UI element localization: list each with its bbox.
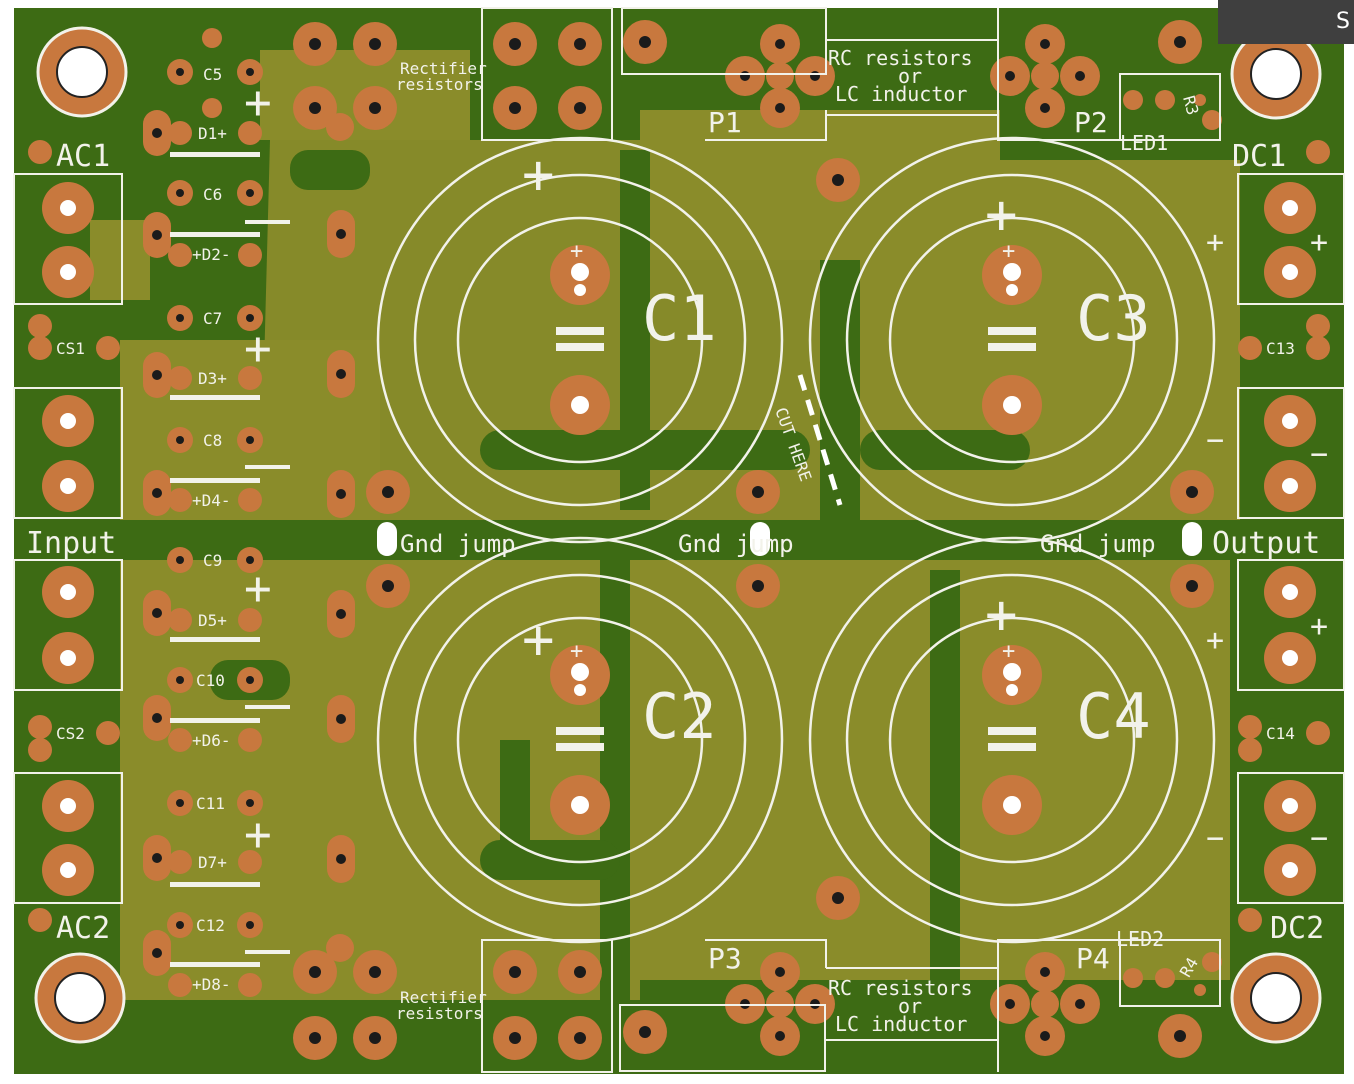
rc-bottom-line3: LC inductor [835,1012,967,1036]
silkscreen-text: Input Output AC1 AC2 DC1 DC2 CS1 CS2 C13… [26,46,1324,1036]
d1-label: D1+ [198,124,227,143]
viewer-corner-tab[interactable]: S [1218,0,1354,44]
mounting-hole-bottom-right [1230,952,1322,1044]
rectifier-bottom-line1: Rectifier [400,988,487,1007]
gnd-jump-right-label: Gnd jump [1040,530,1156,558]
d6-label: +D6- [192,731,231,750]
c2-plus-mark: + [522,608,555,671]
cut-line [797,374,843,506]
big-capacitor-minus-bars [556,327,1036,751]
big-capacitor-plus-marks: + + + + [522,143,1018,671]
gnd-jump-center-label: Gnd jump [678,530,794,558]
dc1-minus-mark: − [1206,423,1224,458]
capacitor-c4-label: C4 [1076,680,1151,753]
capacitor-c3-label: C3 [1076,282,1151,355]
d3-label: D3+ [198,369,227,388]
c1-plus-mark: + [522,143,555,206]
rc-bottom-line2: or [898,994,922,1018]
rectifier-top-line2: resistors [396,75,483,94]
led2-label: LED2 [1116,927,1164,951]
gnd-jump-left-label: Gnd jump [400,530,516,558]
dc1-minus-mark-outer: − [1310,437,1328,472]
dc2-minus-mark: − [1206,821,1224,856]
terminal-drill-holes [60,200,1298,878]
capacitor-c2-label: C2 [642,680,717,753]
c8-label: C8 [203,431,222,450]
ac1-label: AC1 [56,139,110,174]
d4-label: +D4- [192,491,231,510]
plus-mark-4: + [244,807,272,861]
big-capacitor-labels: C1 C2 C3 C4 [642,282,1151,753]
plus-mark-2: + [244,321,272,375]
p3-label: P3 [708,942,742,975]
c4-pin-plus: + [1002,639,1015,664]
c4-plus-mark: + [985,583,1018,646]
c14-label: C14 [1266,724,1295,743]
dc2-plus-mark: + [1206,623,1224,658]
d7-label: D7+ [198,853,227,872]
p4-label: P4 [1076,942,1110,975]
plus-mark-3: + [244,561,272,615]
big-capacitor-outlines [376,136,1216,944]
d8-label: +D8- [192,975,231,994]
polarity-marks-right: + + − − + + − − [1206,225,1328,856]
dc2-plus-mark-outer: + [1310,609,1328,644]
c1-pin-plus: + [570,239,583,264]
rc-top-line3: LC inductor [835,82,967,106]
dc1-label: DC1 [1232,139,1286,174]
gnd-jump-pills [377,522,1202,556]
big-capacitor-pads [550,245,1042,835]
c6-label: C6 [203,185,222,204]
output-label: Output [1212,526,1320,561]
rectifier-bottom-line2: resistors [396,1004,483,1023]
cs1-label: CS1 [56,339,85,358]
capacitor-c1-label: C1 [642,282,717,355]
rc-top-line1: RC resistors [828,46,973,70]
c5-label: C5 [203,65,222,84]
c2-pin-plus: + [570,639,583,664]
dc1-plus-mark-outer: + [1310,225,1328,260]
big-capacitor-small-plus: + + + + [570,239,1015,664]
c13-label: C13 [1266,339,1295,358]
diode-bars [170,152,290,967]
cs2-label: CS2 [56,724,85,743]
c3-pin-plus: + [1002,239,1015,264]
ac2-label: AC2 [56,911,110,946]
c9-label: C9 [203,551,222,570]
mounting-hole-top-left [36,26,128,118]
rc-bottom-line1: RC resistors [828,976,973,1000]
c11-label: C11 [196,794,225,813]
led1-label: LED1 [1120,131,1168,155]
dc2-label: DC2 [1270,911,1324,946]
diode-labels: D1+ +D2- D3+ +D4- D5+ +D6- D7+ +D8- [192,124,231,994]
polarity-marks-left: + + + + [244,75,272,861]
c12-label: C12 [196,916,225,935]
c10-label: C10 [196,671,225,690]
rc-top-line2: or [898,64,922,88]
silkscreen-outlines [481,7,1221,1073]
plus-mark-1: + [244,75,272,129]
mounting-hole-bottom-left [34,952,126,1044]
small-capacitor-labels: C5 C6 C7 C8 C9 C10 C11 C12 [196,65,225,935]
pad-drill-holes [152,36,1198,1044]
dc2-minus-mark-outer: − [1310,821,1328,856]
input-label: Input [26,526,116,561]
p1-label: P1 [708,106,742,139]
r3-label: R3 [1179,94,1202,118]
d2-label: +D2- [192,245,231,264]
terminal-block-outlines [13,173,1345,904]
d5-label: D5+ [198,611,227,630]
c7-label: C7 [203,309,222,328]
p2-label: P2 [1074,106,1108,139]
rectifier-top-line1: Rectifier [400,59,487,78]
c3-plus-mark: + [985,183,1018,246]
dc1-plus-mark: + [1206,225,1224,260]
